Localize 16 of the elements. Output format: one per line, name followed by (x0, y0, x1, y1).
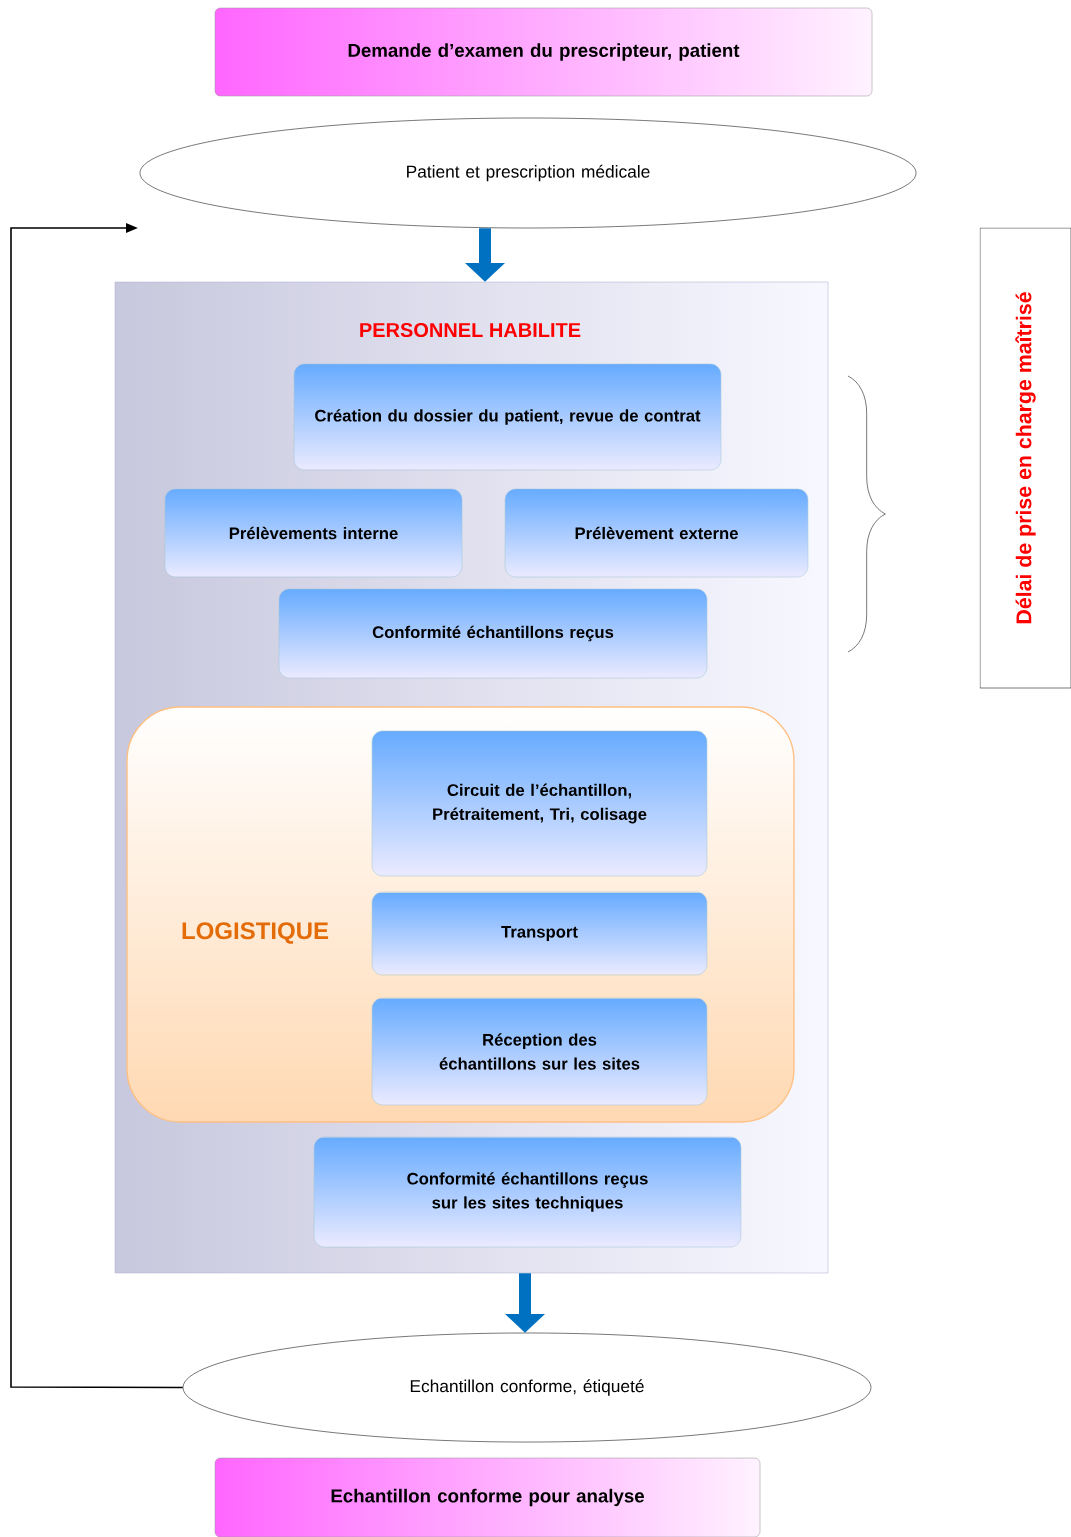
process-box: Conformité échantillons reçus sur les sites techniques (313, 1136, 742, 1248)
process-box: Réception des échantillons sur les sites (371, 997, 708, 1106)
header-box: Echantillon conforme pour analyse (214, 1457, 761, 1537)
group-heading: LOGISTIQUE (182, 922, 329, 944)
panel-heading: PERSONNEL HABILITE (360, 322, 581, 338)
process-box: Prélèvement externe (504, 488, 809, 578)
label-box: Délai de prise en charge maîtrisé (979, 227, 1071, 689)
block-arrow (465, 228, 505, 282)
process-box: Circuit de l’échantillon, Prétraitement, Tri, colisage (371, 730, 708, 877)
process-box: Prélèvements interne (164, 488, 463, 578)
feedback-arrow (10, 223, 184, 1389)
header-box: Demande d’examen du prescripteur, patient (214, 7, 873, 97)
process-box: Transport (371, 891, 708, 976)
process-box: Conformité échantillons reçus (278, 588, 708, 679)
block-arrow (505, 1273, 545, 1333)
process-box: Création du dossier du patient, revue de contrat (293, 363, 722, 471)
